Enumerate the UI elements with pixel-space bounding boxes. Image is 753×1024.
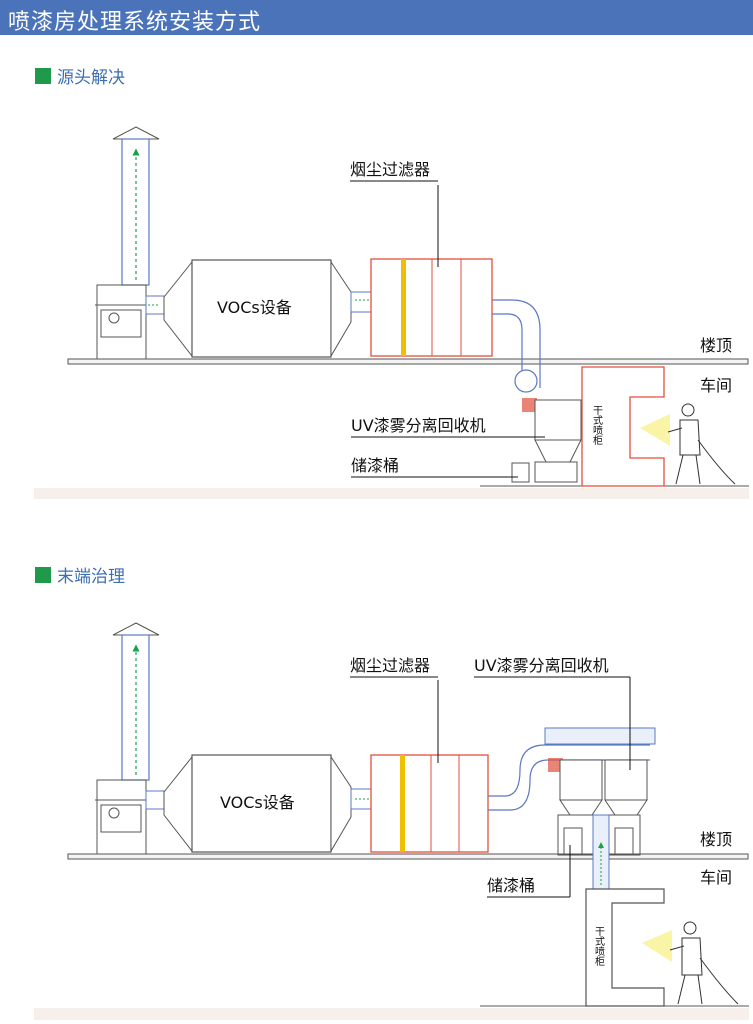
worker-figure-2 (669, 921, 739, 1005)
section1-diagram: VOCs设备 烟尘过滤器 UV漆雾分离回收机 储漆桶 (34, 126, 749, 499)
vocs-unit: VOCs设备 (146, 259, 372, 358)
workshop-floor-2 (34, 1008, 749, 1020)
uv-unit: UV漆雾分离回收机 (351, 398, 582, 483)
section1-heading-text: 源头解决 (57, 68, 125, 88)
uv-label: UV漆雾分离回收机 (351, 416, 486, 435)
filter-label: 烟尘过滤器 (350, 160, 430, 179)
section2-square-icon (35, 566, 51, 583)
smoke-filter: 烟尘过滤器 (350, 160, 493, 357)
workshop-label-2: 车间 (700, 868, 732, 887)
filter-label-2: 烟尘过滤器 (350, 656, 430, 675)
chimney-stack (95, 126, 165, 360)
uv-unit-2: UV漆雾分离回收机 (474, 656, 648, 856)
chimney-stack-2 (95, 622, 165, 855)
duct-1 (492, 299, 541, 388)
section2-diagram: VOCs设备 烟尘过滤器 UV漆雾分离回收机 (34, 622, 749, 1020)
section1-square-icon (35, 67, 51, 84)
vocs-unit-2: VOCs设备 (163, 754, 372, 853)
section1-heading: 源头解决 (35, 63, 125, 88)
workshop-floor (34, 488, 749, 499)
spray-booth-2: 干式喷柜 (585, 888, 672, 1007)
section2-heading: 末端治理 (35, 562, 125, 587)
vocs-label-2: VOCs设备 (220, 793, 295, 812)
booth-label: 干式喷柜 (591, 405, 603, 446)
duct-2 (488, 744, 650, 797)
vocs-label: VOCs设备 (217, 298, 292, 317)
title-bar (0, 0, 753, 35)
roof-floor-line-2 (67, 853, 749, 860)
spray-booth: 干式喷柜 (581, 366, 670, 487)
bucket-label-2: 储漆桶 (487, 876, 535, 895)
worker-figure (667, 403, 736, 485)
uv-label-2: UV漆雾分离回收机 (474, 656, 609, 675)
roof-floor-line (67, 358, 749, 365)
smoke-filter-2: 烟尘过滤器 (350, 656, 489, 853)
workshop-label: 车间 (700, 376, 732, 395)
page-title: 喷漆房处理系统安装方式 (8, 10, 262, 35)
roof-label-2: 楼顶 (700, 830, 732, 849)
roof-label: 楼顶 (700, 336, 732, 355)
section2-heading-text: 末端治理 (57, 567, 125, 587)
booth-label-2: 干式喷柜 (593, 926, 605, 967)
bucket-label: 储漆桶 (351, 456, 399, 475)
paint-bucket (511, 462, 530, 483)
